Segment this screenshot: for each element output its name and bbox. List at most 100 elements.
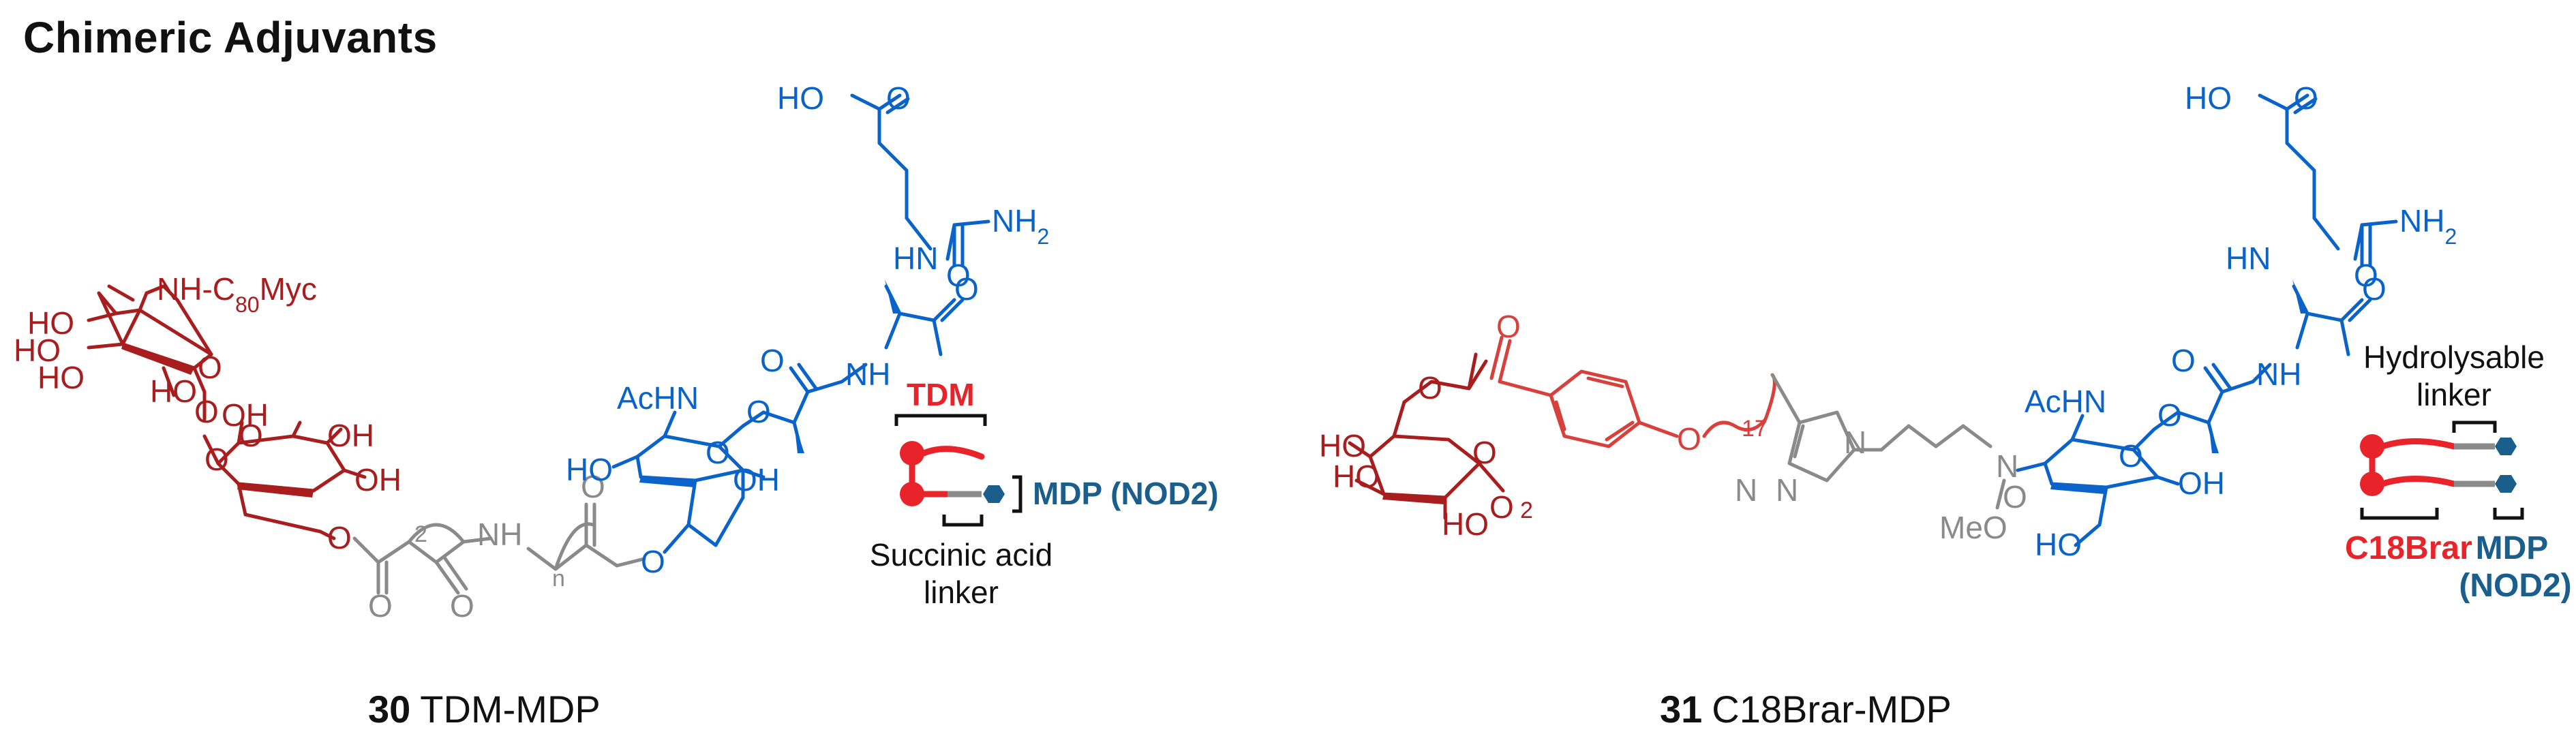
o-label: O (2119, 438, 2143, 474)
o-label: O (706, 435, 730, 470)
o-label: O (1418, 370, 1442, 406)
ho-label: HO (566, 452, 613, 487)
mdp-hexagon-icon (2495, 475, 2517, 493)
o-label: O (746, 394, 771, 429)
succinic-linker-bonds (352, 502, 646, 595)
compound-31-labels: HO HO HO O O O 2 O O 17 N N N N O MeO Ac… (1319, 80, 2457, 562)
linker-bracket (942, 515, 984, 527)
mdp-hexagon-icon (983, 485, 1005, 503)
o-label: O (1496, 309, 1521, 344)
wedge-bond (2292, 279, 2307, 314)
linker-label-line1: Succinic acid (870, 537, 1052, 572)
ho-label: HO (1319, 428, 1366, 463)
acnh-label: AcHN (617, 380, 699, 416)
o-label: O (1489, 489, 1514, 525)
o-label: O (2294, 80, 2318, 116)
ho-label: HO (14, 333, 61, 368)
oh-label: OH (222, 397, 269, 433)
wedge-bond (121, 344, 194, 375)
n-label: N (1996, 448, 2018, 484)
o-label: O (327, 520, 352, 555)
compound-31-structure: HO HO HO O O O 2 O O 17 N N N N O MeO Ac… (1319, 80, 2572, 731)
ho-label: HO (150, 373, 197, 409)
mdp-label-line1: MDP (2476, 530, 2549, 566)
mdp-label: MDP (NOD2) (1033, 476, 1219, 511)
nh-label: NH (477, 517, 522, 552)
compound-30-structure: NH-C80Myc HO HO HO HO O O O O OH OH OH O… (14, 80, 1219, 731)
o-label: O (1677, 421, 1701, 457)
o-label: O (954, 271, 979, 307)
wedge-bond (237, 484, 314, 498)
oh-label: OH (354, 462, 401, 498)
wedge-bond (2050, 484, 2106, 494)
c18brar-bracket (2360, 508, 2439, 520)
o-label: O (450, 588, 474, 624)
meo-label: MeO (1939, 510, 2007, 545)
o-label: O (946, 258, 971, 293)
red-tail (2379, 438, 2457, 450)
o-label: O (2003, 479, 2027, 515)
wedge-bond (639, 477, 695, 487)
hydrolysable-label-line1: Hydrolysable (2363, 339, 2545, 375)
compound-30-labels: NH-C80Myc HO HO HO HO O O O O OH OH OH O… (14, 80, 1049, 624)
o-label: O (641, 544, 665, 579)
nhmyc-label: NH-C80Myc (157, 271, 317, 317)
ho-label: HO (27, 305, 74, 341)
trehalose-upper-ring (87, 284, 213, 421)
linker-bracket (2452, 420, 2497, 433)
ho-label: HO (2035, 527, 2082, 562)
sub-17-label: 17 (1742, 416, 1768, 442)
ho-acid-label: HO (777, 80, 824, 116)
o-label: O (1472, 435, 1497, 470)
c18brar-label: C18Brar (2345, 530, 2472, 566)
n-label: N (1735, 472, 1757, 508)
o-label: O (2354, 258, 2378, 293)
sub-n-label: n (552, 566, 565, 592)
wedge-bond (2209, 423, 2219, 453)
wedge-bond (794, 423, 804, 453)
nh2-label: NH2 (2399, 203, 2457, 249)
o-label: O (2157, 397, 2182, 433)
o-label: O (198, 350, 222, 385)
nh-label: NH (845, 356, 890, 392)
oh-label: OH (327, 418, 374, 453)
mdp-bracket (2493, 508, 2524, 520)
ho-label: HO (37, 360, 85, 395)
mdp-sugar-ring (611, 93, 990, 554)
o-label: O (2171, 343, 2196, 378)
red-tail (2379, 476, 2457, 487)
hn-label: HN (2226, 241, 2271, 276)
o-label: O (760, 343, 785, 378)
mdp-hexagon-icon (2495, 438, 2517, 455)
tdm-bracket (894, 414, 987, 426)
linker-label-line2: linker (924, 575, 999, 610)
ho-acid-label: HO (2185, 80, 2232, 116)
wedge-bond (885, 279, 900, 314)
wedge-bond (1382, 494, 1445, 504)
hn-label: HN (893, 241, 938, 276)
o-label: O (886, 80, 911, 116)
tdm-mdp-schematic: TDM MDP (NOD2) Succinic acid linker (870, 377, 1219, 610)
o-label: O (204, 442, 229, 477)
acnh-label: AcHN (2025, 384, 2106, 419)
sub-2-label: 2 (1520, 498, 1533, 523)
o-label: O (239, 418, 263, 453)
o-label: O (2362, 271, 2386, 307)
oh-label: OH (733, 462, 780, 498)
hydrolysable-label-line2: linker (2416, 377, 2491, 412)
nh-label: NH (2256, 356, 2301, 392)
nh2-label: NH2 (992, 203, 1049, 249)
linker-chain (1702, 373, 2006, 510)
page-title: Chimeric Adjuvants (23, 13, 438, 62)
o-label: O (581, 469, 605, 504)
benzoate-ring (1489, 335, 1679, 448)
o-label: O (194, 394, 219, 429)
o-label: O (368, 588, 393, 624)
ho-label: HO (1442, 506, 1489, 542)
n-label: N (1844, 425, 1866, 460)
n-label: N (1776, 472, 1798, 508)
red-tail (920, 446, 985, 460)
